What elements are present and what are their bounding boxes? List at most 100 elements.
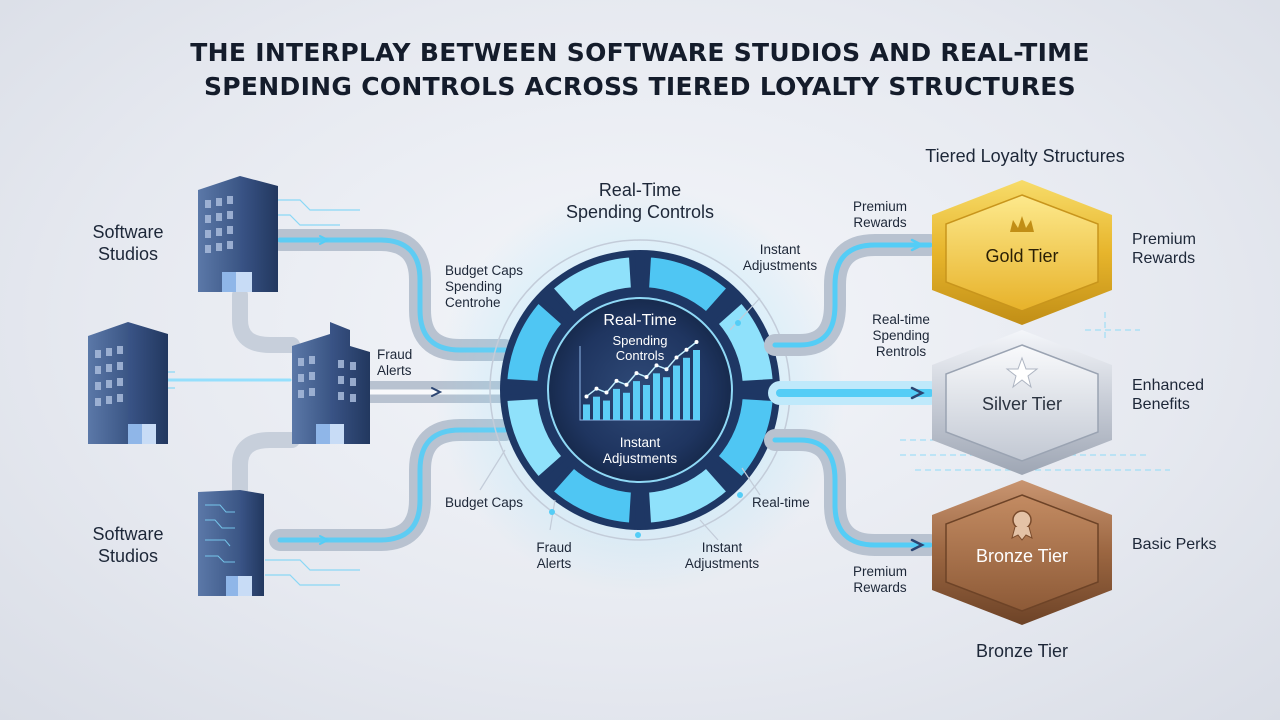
hub-chart-bar (673, 365, 680, 420)
label-line: Rewards (853, 215, 907, 231)
hub-chart-bar (613, 388, 620, 420)
pipe-bottom-to-mid (232, 432, 300, 498)
callout-instant-adjustments-bottom: Instant Adjustments (672, 540, 772, 572)
label-line: Real-time (752, 495, 810, 510)
label-line: Real-Time (598, 180, 682, 200)
hub-ring-segment (501, 295, 570, 388)
right-flow-pipes (764, 234, 942, 556)
hub-footer: Instant Adjustments (580, 435, 700, 466)
arrow-silver (910, 386, 925, 400)
label-line: Alerts (536, 556, 572, 572)
silver-tier-benefit: Enhanced Benefits (1132, 376, 1204, 414)
label-line: Tiered Loyalty Structures (925, 146, 1125, 166)
hub-chart-bar (693, 350, 700, 420)
label-line: Rewards (853, 580, 907, 596)
hub-ring-segment (545, 460, 638, 529)
label-line: Basic Perks (1132, 536, 1217, 553)
gold-tier-badge (932, 180, 1112, 325)
hub-chart-bar (593, 396, 600, 420)
spoke-dot (549, 509, 555, 515)
callout-budget-caps-top: Budget Caps Spending Centrohe (445, 263, 523, 312)
bronze-tier-benefit: Basic Perks (1132, 535, 1216, 554)
hub-chart-point (584, 394, 589, 399)
label-line: Premium (852, 199, 907, 214)
label-line: Rewards (1132, 250, 1196, 268)
label-line: Budget Caps (445, 495, 524, 510)
callout-fraud-alerts-left: Fraud Alerts (377, 347, 412, 379)
building-left (88, 322, 168, 444)
flow-label-premium-top: Premium Rewards (840, 199, 920, 231)
label-line: Instant (701, 540, 743, 555)
hub-chart-point (674, 355, 679, 360)
medal-icon (1011, 510, 1033, 541)
hub-chart-point (644, 375, 649, 379)
spending-controls-hub (435, 185, 845, 595)
hub-ring-segment (642, 460, 735, 529)
loyalty-header: Tiered Loyalty Structures (900, 146, 1150, 168)
bronze-tier-name: Bronze Tier (975, 546, 1069, 566)
label-line: Centrohe (445, 295, 501, 311)
silver-tier-name: Silver Tier (981, 394, 1062, 414)
label-line: Adjustments (602, 450, 678, 466)
silver-tier-badge (932, 330, 1112, 475)
label-line: Software (92, 222, 164, 242)
pipe-top-to-mid (232, 287, 300, 353)
label-line: Rentrols (875, 344, 927, 360)
label-line: Fraud (377, 347, 413, 362)
building-middle (292, 322, 370, 444)
gold-tier-name: Gold Tier (985, 246, 1059, 266)
star-icon (1005, 356, 1039, 389)
title-line-1: THE INTERPLAY BETWEEN SOFTWARE STUDIOS A… (190, 38, 1090, 67)
hub-chart-bar (633, 381, 640, 420)
building-top (198, 176, 278, 292)
building-bottom (198, 490, 264, 596)
title-line-2: SPENDING CONTROLS ACROSS TIERED LOYALTY … (203, 72, 1076, 101)
hub-chart-point (604, 390, 609, 395)
label-line: Studios (97, 243, 159, 264)
hub-chart-bar (623, 392, 630, 420)
gold-tier-benefit: Premium Rewards (1132, 230, 1196, 268)
hub-spokes (479, 297, 761, 541)
arrow-bronze (910, 538, 925, 552)
left-flow-pipes (166, 229, 516, 551)
label-line: Studios (97, 545, 159, 566)
hub-chart-bar (603, 400, 610, 420)
hub-ring-segment (545, 251, 638, 320)
label-line: Controls (615, 347, 665, 363)
callout-fraud-alerts-bottom: Fraud Alerts (524, 540, 584, 572)
hub-chart-bar (683, 357, 690, 420)
flow-to-gold (772, 242, 933, 348)
label-line: Enhanced (1132, 377, 1205, 394)
controls-header: Real-Time Spending Controls (530, 180, 750, 223)
bronze-tier-badge (932, 480, 1112, 625)
flow-label-realtime-mid: Real-time Spending Rentrols (856, 312, 946, 361)
label-line: Software (92, 524, 164, 544)
spoke-dot (737, 492, 743, 498)
label-line: Real-Time (603, 312, 677, 329)
spoke-dot (635, 532, 641, 538)
arrow-left-1 (319, 235, 331, 245)
hub-chart-point (694, 340, 699, 344)
callout-real-time-bottom: Real-time (752, 495, 810, 511)
hub-ring-segment (501, 392, 570, 485)
flow-label-premium-bottom: Premium Rewards (840, 564, 920, 596)
label-line: Bronze Tier (975, 641, 1069, 661)
flow-to-bronze (772, 437, 933, 548)
hub-chart-point (684, 347, 689, 352)
hub-ring-segment (710, 392, 779, 485)
label-line: Alerts (377, 363, 412, 379)
label-line: Instant (759, 242, 801, 257)
label-line: Benefits (1132, 396, 1190, 414)
hub-subtitle: Spending Controls (580, 333, 700, 364)
label-line: Real-time (872, 312, 930, 327)
arrow-gold (910, 238, 925, 252)
page-title: THE INTERPLAY BETWEEN SOFTWARE STUDIOS A… (0, 36, 1280, 104)
label-line: Budget Caps (445, 263, 524, 278)
label-line: Instant (619, 435, 661, 450)
label-line: Spending Controls (565, 201, 715, 222)
callout-instant-adjustments-top: Instant Adjustments (730, 242, 830, 274)
label-line: Premium (1132, 231, 1197, 248)
hub-chart-point (664, 367, 669, 372)
studios-top-label: Software Studios (78, 222, 178, 265)
